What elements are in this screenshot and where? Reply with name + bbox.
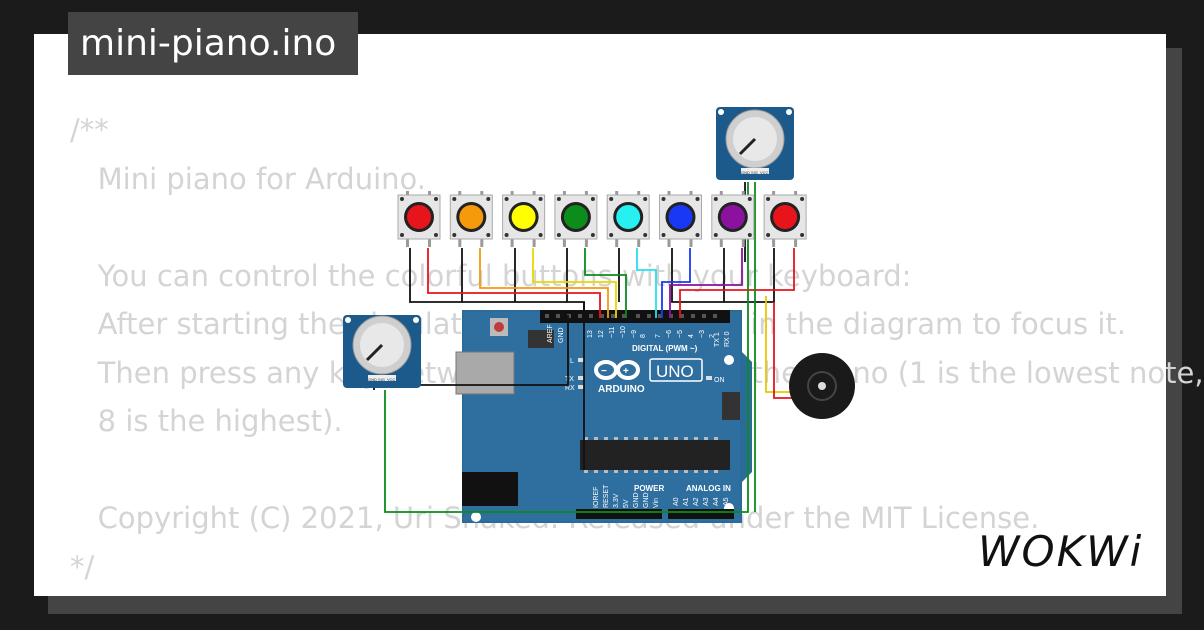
- power-pin-label: 5V: [623, 499, 630, 508]
- analog-pin-label: A5: [723, 497, 730, 506]
- pushbutton-2[interactable]: [449, 191, 493, 247]
- pot-pin-label: GND: [741, 170, 750, 175]
- svg-text:−: −: [601, 366, 607, 377]
- model-label: UNO: [656, 362, 694, 381]
- pushbutton-7[interactable]: [711, 191, 755, 247]
- pin-label: 2: [709, 334, 716, 338]
- pushbutton-3[interactable]: [502, 191, 546, 247]
- pot-pin-label: GND: [368, 377, 377, 382]
- digital-header: [540, 310, 730, 323]
- pushbutton-1[interactable]: [397, 191, 441, 247]
- pin-label: TX 1: [714, 332, 721, 347]
- button-cap[interactable]: [563, 205, 588, 229]
- pin-label: ~6: [666, 330, 673, 338]
- buzzer[interactable]: [789, 353, 855, 419]
- wokwi-logo: WOKWi: [978, 527, 1143, 576]
- pin-label: 12: [598, 330, 605, 338]
- pin-label: ~5: [677, 330, 684, 338]
- pin-label: ~10: [620, 326, 627, 338]
- tx-label: TX: [565, 376, 574, 383]
- power-pin-label: RESET: [603, 484, 610, 508]
- analog-label: ANALOG IN: [686, 484, 731, 493]
- pot-pin-label: SIG: [378, 377, 385, 382]
- usb-port: [455, 351, 515, 395]
- button-cap[interactable]: [616, 205, 641, 229]
- pushbutton-8[interactable]: [763, 191, 807, 247]
- analog-header: [668, 509, 734, 519]
- pin-label: 13: [587, 330, 594, 338]
- power-pin-label: GND: [643, 492, 650, 508]
- project-filename: mini-piano.ino: [68, 12, 358, 75]
- pin-label: ~9: [631, 330, 638, 338]
- power-pin-label: Vin: [653, 498, 660, 508]
- power-pin-label: GND: [633, 492, 640, 508]
- svg-text:+: +: [623, 366, 629, 377]
- pin-label: 4: [688, 334, 695, 338]
- code-line: Mini piano for Arduino.: [70, 161, 426, 196]
- pot-pin-label: VCC: [760, 170, 769, 175]
- button-cap[interactable]: [511, 205, 536, 229]
- analog-pin-label: A3: [703, 497, 710, 506]
- pushbutton-4[interactable]: [554, 191, 598, 247]
- power-pin-label: IOREF: [593, 487, 600, 508]
- pin-label: RX 0: [724, 331, 731, 347]
- arduino-uno-board[interactable]: AREF GND 13 12 ~11 ~10 ~9 8 7 ~6 ~5 4 ~3…: [455, 310, 752, 523]
- button-cap[interactable]: [773, 205, 798, 229]
- pin-label: 8: [640, 334, 647, 338]
- code-line: You can control the colorful buttons wit…: [70, 258, 912, 293]
- code-comment: /** Mini piano for Arduino. You can cont…: [70, 106, 1204, 591]
- on-label: ON: [714, 377, 725, 384]
- pin-label: ~11: [609, 327, 616, 338]
- pushbutton-6[interactable]: [659, 191, 702, 247]
- pin-label: ~3: [699, 330, 706, 338]
- button-cap[interactable]: [459, 205, 484, 229]
- wires: [373, 182, 795, 513]
- power-pin-label: 3.3V: [613, 493, 620, 508]
- analog-pin-label: A2: [693, 497, 700, 506]
- power-label: POWER: [634, 484, 664, 493]
- button-cap[interactable]: [720, 205, 745, 229]
- button-cap[interactable]: [668, 205, 693, 229]
- logo-text: WOKWi: [978, 527, 1143, 576]
- analog-pin-label: A0: [673, 497, 680, 506]
- potentiometer-left[interactable]: GND SIG VCC: [343, 315, 421, 388]
- button-cap[interactable]: [407, 205, 431, 229]
- analog-pin-label: A4: [713, 497, 720, 506]
- code-line: */: [70, 549, 95, 584]
- l-led-label: L: [570, 358, 574, 365]
- code-line: 8 is the highest).: [70, 404, 343, 438]
- brand-label: ARDUINO: [598, 384, 645, 395]
- digital-label: DIGITAL (PWM ~): [632, 344, 698, 353]
- pot-pin-label: VCC: [387, 377, 396, 382]
- rx-label: RX: [565, 385, 575, 392]
- pot-pin-label: SIG: [751, 170, 758, 175]
- power-jack: [462, 472, 518, 506]
- power-header: [576, 509, 662, 519]
- pin-label: GND: [558, 327, 565, 343]
- analog-pin-label: A1: [683, 497, 690, 506]
- atmega-chip: [580, 440, 730, 470]
- arduino-logo: − +: [594, 360, 640, 380]
- pin-label: AREF: [547, 324, 554, 343]
- pin-label: 7: [655, 334, 662, 338]
- potentiometer-top[interactable]: GND SIG VCC: [716, 107, 794, 180]
- pushbutton-5[interactable]: [606, 191, 650, 247]
- piano-buttons[interactable]: [397, 191, 807, 247]
- code-line: /**: [70, 113, 109, 147]
